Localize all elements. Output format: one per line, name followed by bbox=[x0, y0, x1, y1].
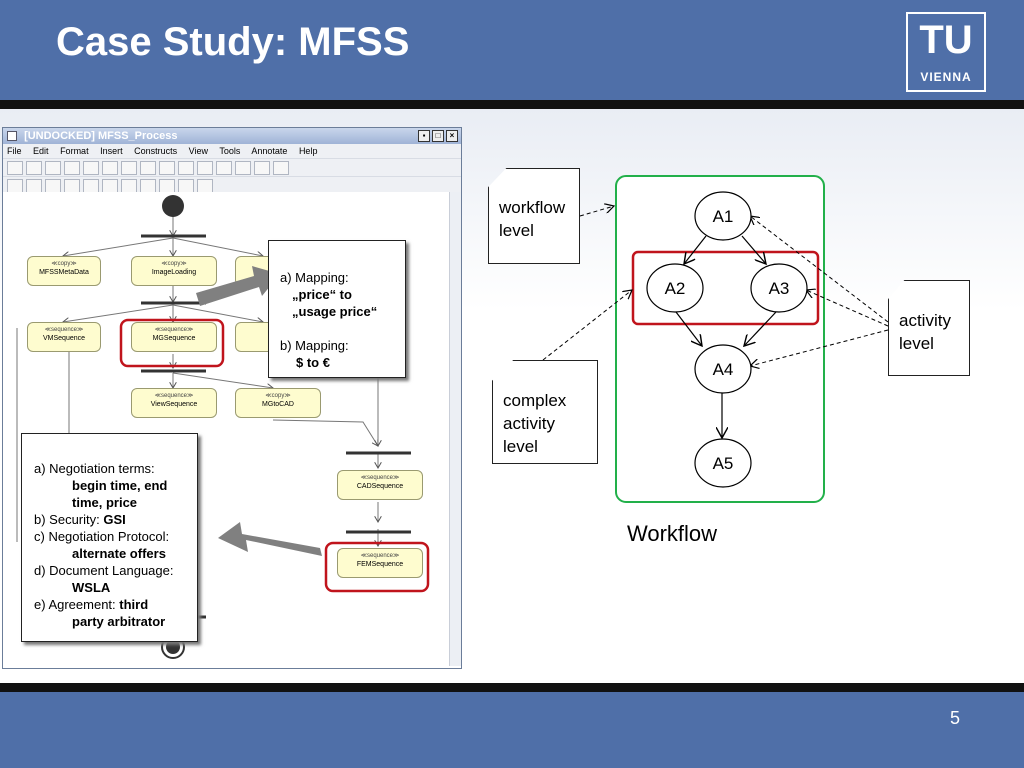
activity-level-label: activity level bbox=[888, 280, 970, 376]
node-cadsequence[interactable]: ≪sequence≫ CADSequence bbox=[337, 470, 423, 500]
save-icon[interactable] bbox=[7, 160, 23, 175]
menu-view[interactable]: View bbox=[188, 146, 209, 156]
vertical-scrollbar[interactable] bbox=[449, 192, 461, 666]
close-button[interactable]: × bbox=[446, 130, 458, 142]
menu-help[interactable]: Help bbox=[298, 146, 318, 156]
node-vmsequence[interactable]: ≪sequence≫ VMSequence bbox=[27, 322, 101, 352]
node-a5-label: A5 bbox=[713, 454, 734, 473]
refresh-icon[interactable] bbox=[197, 160, 213, 175]
undo-icon[interactable] bbox=[102, 160, 118, 175]
tool-icon[interactable] bbox=[216, 160, 232, 175]
blank-icon[interactable] bbox=[26, 160, 42, 175]
footer-divider bbox=[0, 683, 1024, 692]
main-toolbar bbox=[3, 158, 461, 176]
menu-constructs[interactable]: Constructs bbox=[134, 146, 178, 156]
paste-icon[interactable] bbox=[83, 160, 99, 175]
slide-footer bbox=[0, 692, 1024, 768]
workflow-node-a2[interactable] bbox=[646, 263, 704, 313]
zoom-in-icon[interactable] bbox=[159, 160, 175, 175]
workflow-node-a5[interactable] bbox=[694, 438, 752, 488]
workflow-node-a3[interactable] bbox=[750, 263, 808, 313]
menu-insert[interactable]: Insert bbox=[100, 146, 123, 156]
back-icon[interactable] bbox=[273, 160, 289, 175]
menu-file[interactable]: File bbox=[7, 146, 22, 156]
menu-tools[interactable]: Tools bbox=[219, 146, 241, 156]
window-title: [UNDOCKED] MFSS_Process bbox=[24, 130, 178, 142]
workflow-node-a4[interactable] bbox=[694, 344, 752, 394]
node-a2-label: A2 bbox=[665, 279, 686, 298]
copy-icon[interactable] bbox=[64, 160, 80, 175]
menu-format[interactable]: Format bbox=[60, 146, 89, 156]
menu-bar: File Edit Format Insert Constructs View … bbox=[3, 144, 461, 158]
activity-level-highlight bbox=[631, 250, 820, 326]
workflow-level-label: workflow level bbox=[488, 168, 580, 264]
maximize-button[interactable]: □ bbox=[432, 130, 444, 142]
workflow-boundary bbox=[615, 175, 825, 503]
node-mfssmetadata[interactable]: ≪copy≫ MFSSMetaData bbox=[27, 256, 101, 286]
tu-vienna-logo: TU VIENNA bbox=[906, 12, 986, 92]
mapping-note: a) Mapping: „price“ to „usage price“ b) … bbox=[268, 240, 406, 378]
zoom-icon[interactable] bbox=[140, 160, 156, 175]
node-a4-label: A4 bbox=[713, 360, 734, 379]
node-a3-label: A3 bbox=[769, 279, 790, 298]
negotiation-note: a) Negotiation terms: begin time, end ti… bbox=[21, 433, 198, 642]
menu-annotate[interactable]: Annotate bbox=[251, 146, 288, 156]
complex-activity-level-label: complex activity level bbox=[492, 360, 598, 464]
zoom-out-icon[interactable] bbox=[178, 160, 194, 175]
window-titlebar[interactable]: [UNDOCKED] MFSS_Process ▪ □ × bbox=[3, 128, 461, 144]
slide-title: Case Study: MFSS bbox=[56, 20, 410, 64]
trash-icon[interactable] bbox=[254, 160, 270, 175]
node-viewsequence[interactable]: ≪sequence≫ ViewSequence bbox=[131, 388, 217, 418]
menu-edit[interactable]: Edit bbox=[33, 146, 49, 156]
workflow-caption: Workflow bbox=[627, 521, 717, 546]
app-icon bbox=[7, 131, 17, 142]
shape-toolbar bbox=[3, 176, 461, 194]
page-number: 5 bbox=[950, 708, 961, 728]
node-mgtocad[interactable]: ≪copy≫ MGtoCAD bbox=[235, 388, 321, 418]
uml-initial-node[interactable] bbox=[162, 195, 184, 217]
redo-icon[interactable] bbox=[121, 160, 137, 175]
minimize-button[interactable]: ▪ bbox=[418, 130, 430, 142]
delete-icon[interactable] bbox=[235, 160, 251, 175]
slide-header: Case Study: MFSS TU VIENNA bbox=[0, 0, 1024, 100]
node-a1-label: A1 bbox=[713, 207, 734, 226]
workflow-node-a1[interactable] bbox=[694, 191, 752, 241]
header-divider bbox=[0, 100, 1024, 109]
cut-icon[interactable] bbox=[45, 160, 61, 175]
